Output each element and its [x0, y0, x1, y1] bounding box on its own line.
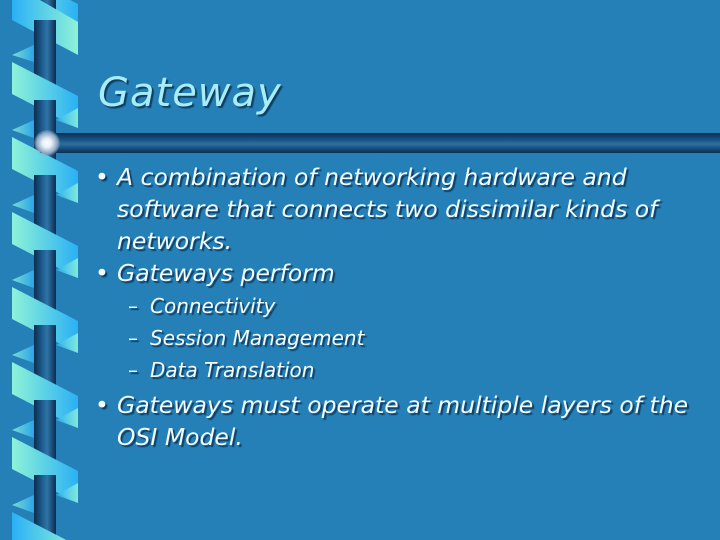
sub-bullet-text: Session Management [150, 326, 365, 350]
sub-bullet-item: –Session Management [128, 322, 364, 354]
bullet-text: Gateways must operate at multiple layers… [117, 391, 689, 451]
glow-ball-decoration [34, 130, 60, 156]
sub-bullet-marker: – [128, 358, 138, 382]
sub-bullet-marker: – [128, 294, 138, 318]
bullet-text: Gateways perform [117, 259, 335, 287]
slide-title: Gateway [98, 70, 282, 116]
bullet-marker: • [95, 259, 109, 287]
bullet-marker: • [95, 391, 109, 419]
bullet-text: A combination of networking hardware and… [117, 163, 658, 255]
ribbon-pole-decoration [12, 0, 78, 540]
bullet-item: • A combination of networking hardware a… [95, 161, 695, 257]
sub-bullet-text: Connectivity [150, 294, 276, 318]
title-underline-bar [40, 133, 720, 153]
sub-bullet-item: –Connectivity [128, 290, 275, 322]
sub-bullet-marker: – [128, 326, 138, 350]
bullet-item: • Gateways perform [95, 257, 695, 289]
bullet-item: • Gateways must operate at multiple laye… [95, 389, 695, 453]
sub-bullet-item: –Data Translation [128, 354, 314, 386]
sub-bullet-text: Data Translation [150, 358, 315, 382]
bullet-marker: • [95, 163, 109, 191]
